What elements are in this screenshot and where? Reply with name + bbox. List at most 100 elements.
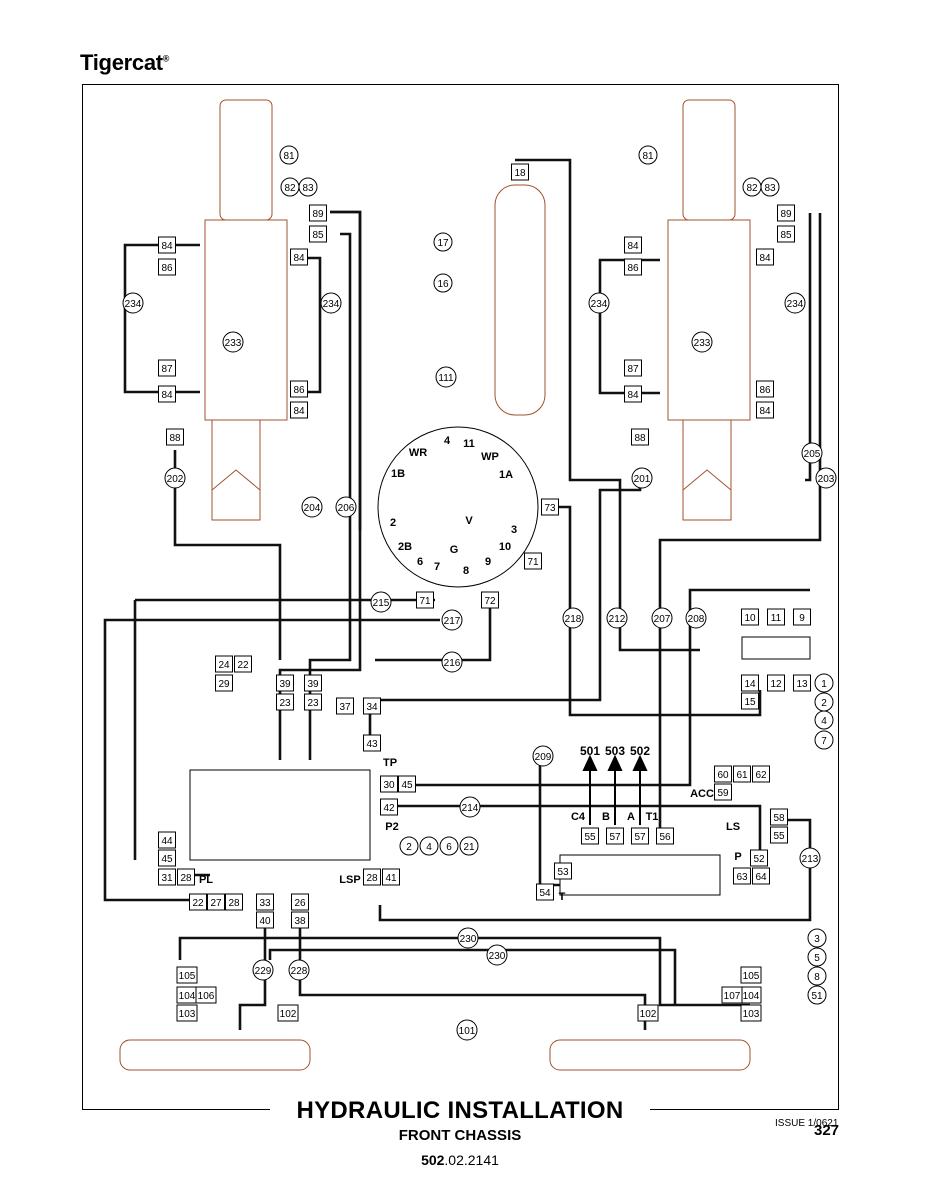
callout-box-label: 58: [773, 813, 785, 824]
document-number: 502.02.2141: [380, 1152, 540, 1168]
callout-box-label: 85: [312, 230, 324, 241]
callout-box-label: 39: [279, 679, 291, 690]
callout-circle-label: 230: [489, 951, 506, 962]
callout-box: [363, 697, 381, 715]
callout-circle-label: 212: [609, 614, 626, 625]
callout-box-label: 37: [339, 702, 351, 713]
callout-box: [733, 765, 751, 783]
callout-box: [158, 831, 176, 849]
callout-box: [741, 692, 759, 710]
callout-box: [380, 798, 398, 816]
callout-circle-label: 206: [338, 503, 355, 514]
callout-box: [777, 204, 795, 222]
callout-box-label: 10: [744, 613, 756, 624]
callout-box: [276, 693, 294, 711]
callout-box: [195, 986, 217, 1004]
callout-box-label: 42: [383, 803, 395, 814]
callout-box-label: 18: [514, 168, 526, 179]
callout-circle: [801, 442, 823, 464]
callout-circle: [433, 232, 453, 252]
callout-box: [714, 765, 732, 783]
callout-circle-label: 83: [302, 183, 314, 194]
connector-port-label: WR: [409, 447, 427, 459]
callout-box-label: 15: [744, 697, 756, 708]
callout-box: [416, 591, 434, 609]
connector-port-label: G: [450, 544, 459, 556]
callout-circle: [298, 177, 318, 197]
callout-box-label: 52: [753, 854, 765, 865]
callout-box: [741, 608, 759, 626]
callout-box-label: 60: [717, 770, 729, 781]
callout-circle-label: 81: [642, 151, 654, 162]
connector-port-label: 2B: [398, 541, 412, 553]
callout-box: [158, 236, 176, 254]
flow-arrow-label: 502: [630, 744, 650, 758]
callout-box-label: 43: [366, 739, 378, 750]
callout-box: [290, 380, 308, 398]
callout-box-label: 22: [192, 898, 204, 909]
connector-port-label: 2: [390, 517, 396, 529]
callout-box: [363, 868, 381, 886]
callout-box-label: 71: [419, 596, 431, 607]
callout-box: [481, 591, 499, 609]
callout-circle: [807, 947, 827, 967]
callout-box-label: 84: [627, 390, 639, 401]
callout-box-label: 88: [169, 433, 181, 444]
callout-circle-label: 4: [426, 842, 432, 853]
callout-box-label: 104: [179, 991, 196, 1002]
callout-circle-label: 208: [688, 614, 705, 625]
callout-box: [741, 674, 759, 692]
callout-box-label: 63: [736, 872, 748, 883]
callout-circle-label: 83: [764, 183, 776, 194]
callout-box-label: 59: [717, 788, 729, 799]
callout-box-label: 86: [759, 385, 771, 396]
diagram-subtitle: FRONT CHASSIS: [398, 1127, 522, 1144]
valve-port-label: TP: [383, 757, 397, 769]
callout-circle-label: 229: [255, 966, 272, 977]
callout-circle: [252, 959, 274, 981]
callout-box: [291, 911, 309, 929]
callout-box: [740, 966, 762, 984]
callout-box: [637, 1004, 659, 1022]
connector-port-label: 10: [499, 541, 511, 553]
diagram-title: HYDRAULIC INSTALLATION: [270, 1097, 650, 1125]
callout-box-label: 53: [557, 867, 569, 878]
doc-number-bold: 502: [421, 1152, 445, 1168]
valve-port-label: P2: [385, 821, 398, 833]
callout-box: [290, 248, 308, 266]
valve-port-label: T1: [646, 811, 659, 823]
callout-box-label: 23: [307, 698, 319, 709]
flow-arrow-label: 501: [580, 744, 600, 758]
callout-circle-label: 1: [821, 679, 827, 690]
callout-circle-label: 218: [565, 614, 582, 625]
callout-circle-label: 81: [283, 151, 295, 162]
callout-circle: [691, 331, 713, 353]
callout-box-label: 44: [161, 836, 173, 847]
callout-box-label: 22: [237, 660, 249, 671]
callout-circle-label: 205: [804, 449, 821, 460]
callout-box: [631, 428, 649, 446]
callout-circle-label: 111: [438, 373, 454, 384]
callout-box-label: 104: [743, 991, 760, 1002]
callout-box: [276, 674, 294, 692]
callout-circle: [441, 651, 463, 673]
callout-box: [581, 827, 599, 845]
callout-box: [733, 867, 751, 885]
callout-box: [624, 359, 642, 377]
callout-circle: [638, 145, 658, 165]
callout-box-label: 56: [659, 832, 671, 843]
callout-box-label: 57: [634, 832, 646, 843]
callout-circle-label: 216: [444, 658, 461, 669]
valve-port-label: LS: [726, 821, 740, 833]
callout-circle-label: 215: [373, 598, 390, 609]
callout-box: [382, 868, 400, 886]
callout-box-label: 27: [210, 898, 222, 909]
callout-box-label: 14: [744, 679, 756, 690]
callout-circle: [335, 496, 357, 518]
connector-port-label: V: [465, 515, 473, 527]
callout-box-label: 85: [780, 230, 792, 241]
callout-circle-label: 82: [284, 183, 296, 194]
callout-box-label: 86: [293, 385, 305, 396]
